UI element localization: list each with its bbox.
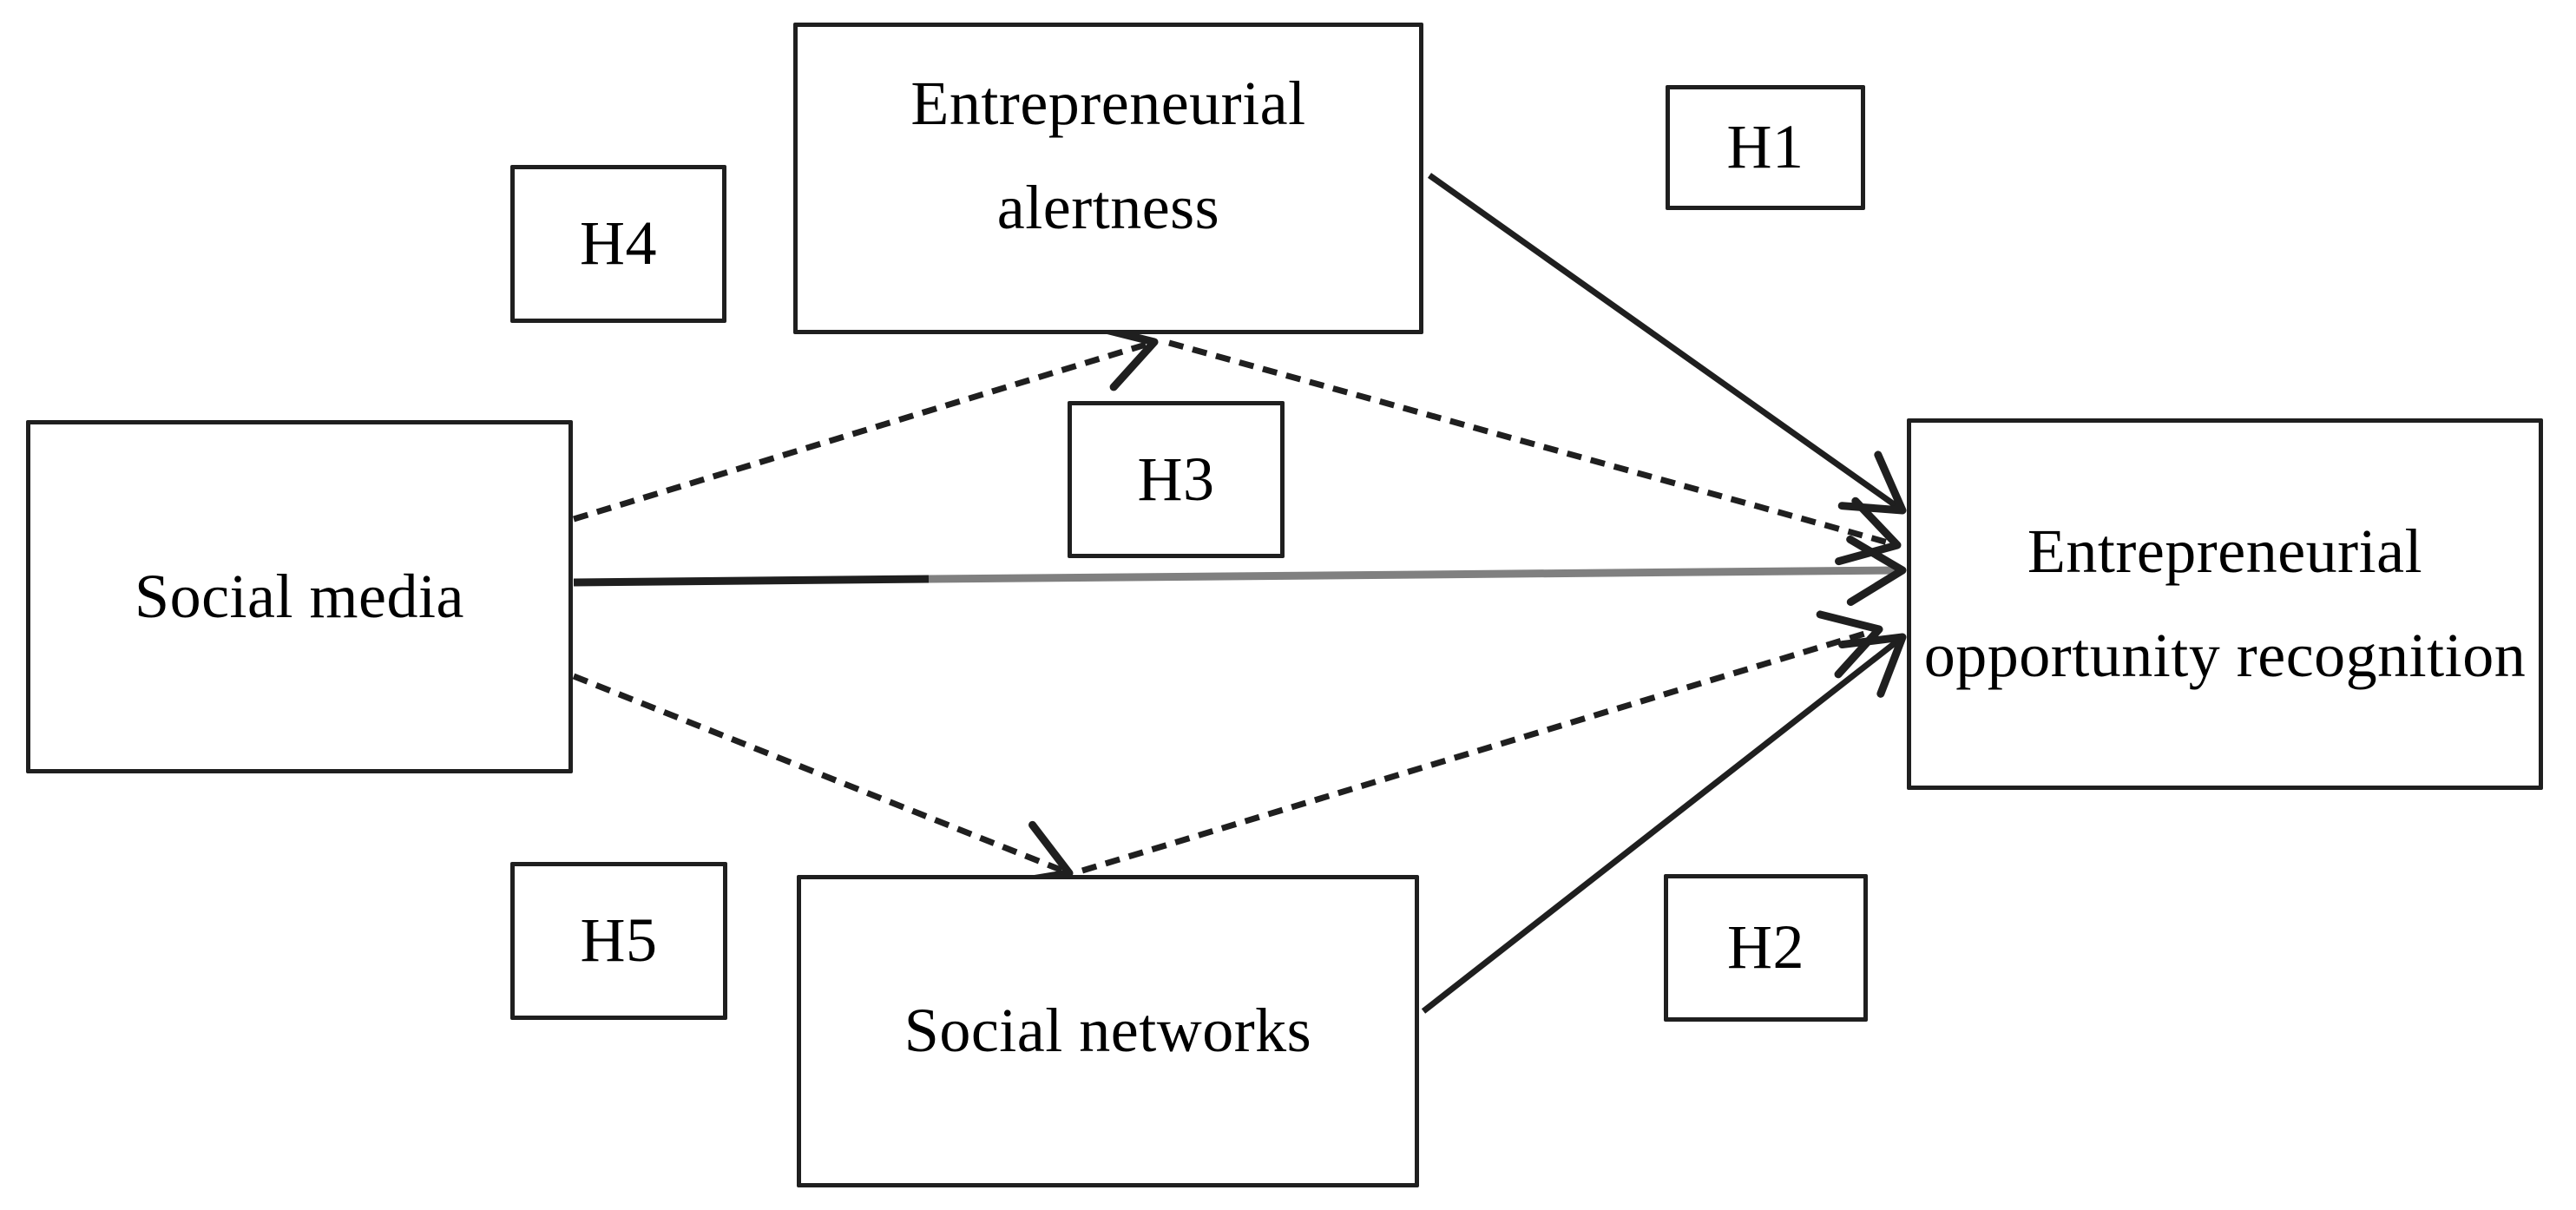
hypothesis-box-h1: H1: [1666, 85, 1865, 210]
edge-alertness-to-recognition-solid: [1427, 173, 1907, 515]
hypothesis-h2-label: H2: [1727, 912, 1804, 983]
node-opportunity-recognition-label: Entrepreneurial opportunity recognition: [1923, 516, 2527, 690]
hypothesis-h5-label: H5: [580, 905, 658, 976]
hypothesis-box-h5: H5: [510, 862, 727, 1020]
node-social-media: Social media: [26, 420, 573, 773]
node-entrepreneurial-alertness: Entrepreneurial alertness: [793, 23, 1423, 334]
hypothesis-box-h3: H3: [1068, 401, 1285, 558]
hypothesis-h4-label: H4: [580, 208, 657, 279]
node-social-media-label: Social media: [135, 561, 464, 631]
hypothesis-box-h4: H4: [510, 165, 726, 323]
hypothesis-h1-label: H1: [1726, 112, 1804, 182]
node-social-networks-label: Social networks: [904, 996, 1312, 1066]
edge-social-media-to-networks-dashed: [572, 673, 1074, 887]
edge-alertness-to-recognition-dashed: [1168, 339, 1902, 566]
edge-networks-to-recognition-dashed: [1081, 610, 1883, 874]
node-opportunity-recognition: Entrepreneurial opportunity recognition: [1907, 418, 2543, 790]
hypothesis-h3-label: H3: [1137, 444, 1215, 514]
edge-social-media-to-alertness-dashed: [572, 323, 1159, 523]
edge-social-media-to-recognition-solid-black: [573, 575, 930, 587]
edge-social-media-to-recognition-solid-gray: [928, 536, 1907, 607]
edge-networks-to-recognition-solid: [1421, 633, 1907, 1014]
node-social-networks: Social networks: [797, 875, 1419, 1187]
hypothesis-box-h2: H2: [1664, 874, 1868, 1022]
node-entrepreneurial-alertness-label: Entrepreneurial alertness: [910, 68, 1306, 242]
